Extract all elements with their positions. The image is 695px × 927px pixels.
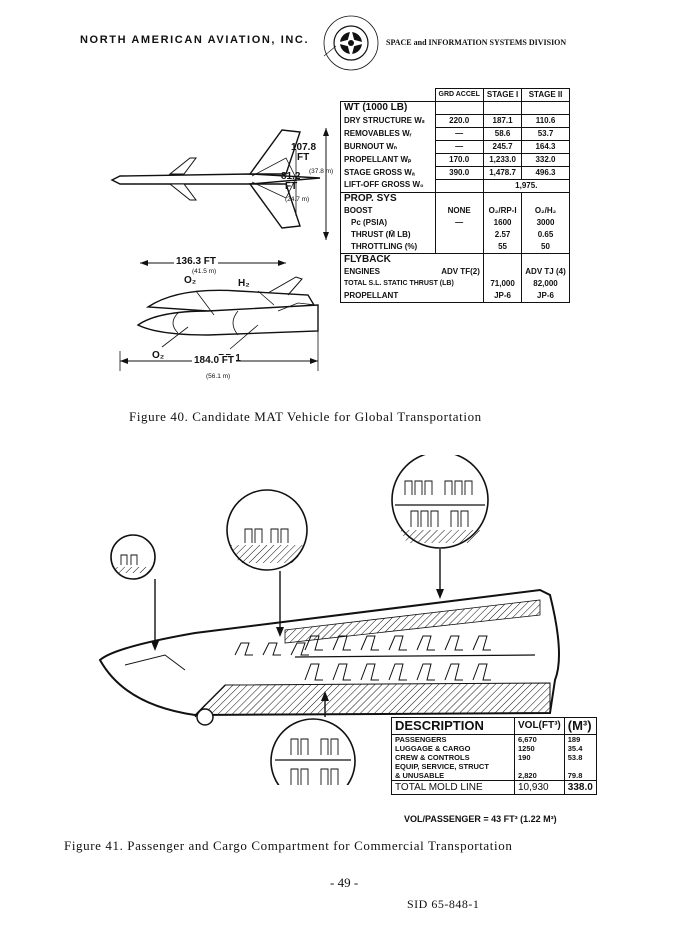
figure-40-caption: Figure 40. Candidate MAT Vehicle for Glo…	[129, 409, 482, 424]
page-number: - 49 -	[330, 875, 359, 890]
table-cell: 82,000	[521, 277, 570, 290]
o2-label-bottom: O₂	[152, 350, 165, 361]
table-cell: JP-6	[521, 289, 570, 303]
table-cell: 1,478.7	[482, 165, 523, 180]
table-cell: 79.8	[563, 771, 597, 781]
mat-vehicle-table: GRD ACCEL STAGE I STAGE II WT (1000 LB) …	[340, 88, 570, 303]
row-removables: REMOVABLES Wᵣ	[340, 127, 436, 140]
compartment-cutaway	[98, 455, 560, 785]
table-cell: ADV TJ (4)	[521, 265, 570, 278]
row-boost: BOOST	[340, 204, 436, 217]
row-burnout: BURNOUT Wₙ	[340, 140, 436, 153]
total-length: 184.0 FT	[192, 355, 237, 366]
wt-header: WT (1000 LB)	[340, 101, 436, 114]
table-cell: 220.0	[434, 113, 484, 128]
row-stage-gross: STAGE GROSS Wₐ	[340, 166, 436, 179]
col-stage-1: STAGE I	[482, 88, 523, 102]
table-cell: —	[434, 216, 484, 229]
table-cell: 1,233.0	[482, 152, 523, 167]
row-passengers: PASSENGERS	[391, 734, 515, 744]
table-cell: 0.65	[521, 228, 570, 241]
table-cell: 2,820	[514, 771, 565, 781]
row-total: TOTAL MOLD LINE	[391, 780, 515, 795]
table-cell: 53.7	[521, 126, 570, 141]
company-logo-icon	[323, 15, 379, 71]
table-cell: —	[434, 139, 484, 154]
row-engines: ENGINES	[340, 265, 435, 278]
table-cell	[514, 762, 565, 771]
row-throttling: THROTTLING (%)	[340, 240, 436, 254]
row-unusable: & UNUSABLE	[391, 771, 515, 781]
table-cell: 187.1	[482, 113, 523, 128]
row-luggage: LUGGAGE & CARGO	[391, 744, 515, 753]
table-cell: 10,930	[514, 780, 565, 795]
upper-length: 136.3 FT	[174, 256, 219, 267]
table-cell: O₂/RP-I	[482, 204, 523, 217]
table-cell: 3000	[521, 216, 570, 229]
table-cell: 6,670	[514, 734, 565, 744]
company-name: NORTH AMERICAN AVIATION, INC.	[80, 34, 310, 46]
upper-length-metric: (41.5 m)	[192, 268, 217, 275]
row-crew: CREW & CONTROLS	[391, 753, 515, 762]
mat-vehicle-side-view	[119, 260, 319, 371]
table-cell: 496.3	[521, 165, 570, 180]
row-thrust: THRUST (M̄ LB)	[340, 228, 436, 241]
table-cell: 245.7	[482, 139, 523, 154]
table-cell: 189	[563, 734, 597, 744]
row-propellant: PROPELLANT Wₚ	[340, 153, 436, 166]
span-metric: (37.8 m)	[309, 168, 334, 175]
table-cell: NONE	[434, 204, 484, 217]
h2-label: H₂	[238, 278, 250, 289]
table-cell: 110.6	[521, 113, 570, 128]
table-cell: 164.3	[521, 139, 570, 154]
document-id: SID 65-848-1	[407, 897, 480, 911]
row-static-thrust: TOTAL S.L. STATIC THRUST (LB)	[340, 277, 484, 290]
table-cell: —	[434, 126, 484, 141]
table-cell: 1600	[482, 216, 523, 229]
table-cell: 1250	[514, 744, 565, 753]
table-cell: JP-6	[482, 289, 523, 303]
o2-label-top: O₂	[184, 275, 197, 286]
row-equip: EQUIP, SERVICE, STRUCT	[391, 762, 515, 771]
span-dimension: 107.8 FT	[291, 142, 317, 163]
table-cell: O₂/H₂	[521, 204, 570, 217]
row-flyback-propellant: PROPELLANT	[340, 289, 484, 303]
col-description: DESCRIPTION	[391, 717, 515, 735]
table-cell	[563, 762, 597, 771]
table-cell: 390.0	[434, 165, 484, 180]
division-name: SPACE and INFORMATION SYSTEMS DIVISION	[386, 38, 567, 47]
table-cell: 58.6	[482, 126, 523, 141]
table-cell: 53.8	[563, 753, 597, 762]
col-stage-2: STAGE II	[521, 88, 570, 102]
col-volume-m3: (M³)	[563, 717, 597, 735]
table-cell: 35.4	[563, 744, 597, 753]
table-cell: 190	[514, 753, 565, 762]
table-cell: 170.0	[434, 152, 484, 167]
figure-41-caption: Figure 41. Passenger and Cargo Compartme…	[64, 838, 513, 853]
table-cell: 55	[482, 240, 523, 254]
flyback-header: FLYBACK	[340, 252, 484, 266]
row-liftoff-gross: LIFT-OFF GROSS W₀	[340, 179, 436, 193]
col-volume-ft3: VOL(FT³)	[514, 717, 565, 735]
table-cell: 332.0	[521, 152, 570, 167]
table-cell: 2.57	[482, 228, 523, 241]
table-cell: 71,000	[482, 277, 523, 290]
table-cell: ADV TF(2)	[435, 265, 484, 278]
table-cell: 338.0	[563, 780, 597, 795]
liftoff-value: 1,975.	[482, 178, 570, 193]
inner-metric: (24.7 m)	[285, 196, 310, 203]
row-pc: Pᴄ (PSIA)	[340, 216, 436, 229]
prop-sys-header: PROP. SYS	[340, 191, 436, 205]
volume-per-passenger: VOL/PASSENGER = 43 FT³ (1.22 M³)	[404, 814, 557, 824]
inner-dimension: 81.2 FT	[281, 171, 301, 192]
table-cell: 50	[521, 240, 570, 254]
row-dry-structure: DRY STRUCTURE Wₛ	[340, 114, 436, 127]
col-grd-accel: GRD ACCEL	[434, 88, 484, 102]
total-length-metric: (56.1 m)	[206, 373, 231, 380]
mat-vehicle-planform	[110, 128, 329, 240]
